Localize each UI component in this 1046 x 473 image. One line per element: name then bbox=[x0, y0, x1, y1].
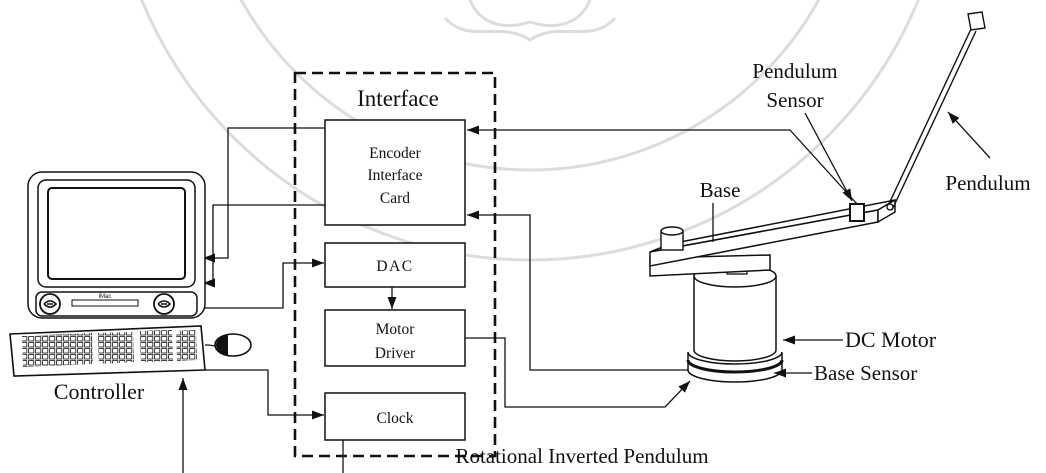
clock-block: Clock bbox=[324, 392, 466, 441]
watermark-inner-ring bbox=[239, 0, 821, 172]
pendulum-pivot bbox=[886, 203, 894, 211]
keyboard-main-keys bbox=[22, 333, 93, 367]
monitor-screen bbox=[47, 187, 186, 280]
mouse-button bbox=[215, 334, 228, 356]
motor-driver-block: Motor Driver bbox=[324, 309, 466, 367]
base-sensor-band bbox=[686, 359, 784, 374]
encoder-box bbox=[324, 119, 466, 226]
pendulum-pointer bbox=[947, 111, 991, 159]
watermark-emblem-inner bbox=[468, 0, 592, 27]
apparatus-labels: Pendulum Sensor Base Pendulum DC Motor B… bbox=[455, 59, 1030, 468]
interface-dashed-box bbox=[293, 71, 497, 458]
keyboard-nav-keys bbox=[98, 332, 134, 364]
diagram-caption: Rotational Inverted Pendulum bbox=[455, 444, 708, 468]
base-label: Base bbox=[700, 178, 741, 202]
dac-block: DAC bbox=[324, 242, 466, 288]
pendulum-sensor-pointer bbox=[804, 112, 853, 202]
left-speaker-grille bbox=[43, 300, 58, 308]
pendulum-sensor-label-line-2: Sensor bbox=[766, 88, 823, 112]
controller-label: Controller bbox=[54, 379, 145, 404]
pendulum-apparatus bbox=[649, 11, 986, 383]
keyboard-numpad-keys bbox=[140, 330, 173, 362]
pendulum-label: Pendulum bbox=[945, 171, 1030, 195]
dac-box bbox=[324, 242, 466, 288]
interface-title: Interface bbox=[357, 86, 439, 111]
encoder-label-line-3: Card bbox=[380, 190, 410, 207]
pendulum-sensor-to-encoder-line bbox=[467, 125, 859, 206]
base-sensor-label: Base Sensor bbox=[814, 361, 917, 385]
pendulum-rod-edge-1 bbox=[886, 28, 972, 209]
motor-driver-to-motor-line bbox=[465, 337, 691, 408]
pendulum-rod-edge-2 bbox=[891, 30, 977, 211]
keyboard-extra-keys bbox=[176, 330, 197, 361]
pendulum-tip bbox=[967, 11, 986, 31]
monitor-logo: iMac bbox=[99, 294, 112, 300]
controller-computer: iMac Controller bbox=[9, 171, 252, 404]
clock-label: Clock bbox=[376, 410, 413, 427]
clock-box bbox=[324, 392, 466, 441]
pendulum-sensor-label-line-1: Pendulum bbox=[752, 59, 837, 83]
dc-motor-body bbox=[693, 275, 777, 362]
motor-driver-label-line-2: Driver bbox=[375, 345, 416, 362]
dac-label: DAC bbox=[376, 258, 413, 275]
pendulum-sensor bbox=[849, 203, 865, 222]
encoder-label-line-1: Encoder bbox=[369, 145, 421, 162]
connections bbox=[178, 125, 859, 473]
encoder-to-computer-line-1 bbox=[203, 127, 325, 263]
computer-to-dac-line bbox=[205, 258, 324, 309]
encoder-interface-card: Encoder Interface Card bbox=[324, 119, 466, 226]
counterweight-top bbox=[660, 226, 684, 236]
base-sensor-to-encoder-line bbox=[467, 210, 690, 371]
watermark-emblem bbox=[443, 16, 617, 42]
motor-driver-box bbox=[324, 309, 466, 367]
encoder-to-computer-line-2 bbox=[203, 204, 325, 288]
motor-driver-label-line-1: Motor bbox=[376, 321, 416, 338]
right-speaker-grille bbox=[157, 300, 172, 308]
encoder-label-line-2: Interface bbox=[367, 167, 422, 184]
computer-to-clock-line bbox=[205, 369, 324, 420]
disc-slot bbox=[71, 299, 139, 307]
dc-motor-label: DC Motor bbox=[845, 327, 937, 352]
